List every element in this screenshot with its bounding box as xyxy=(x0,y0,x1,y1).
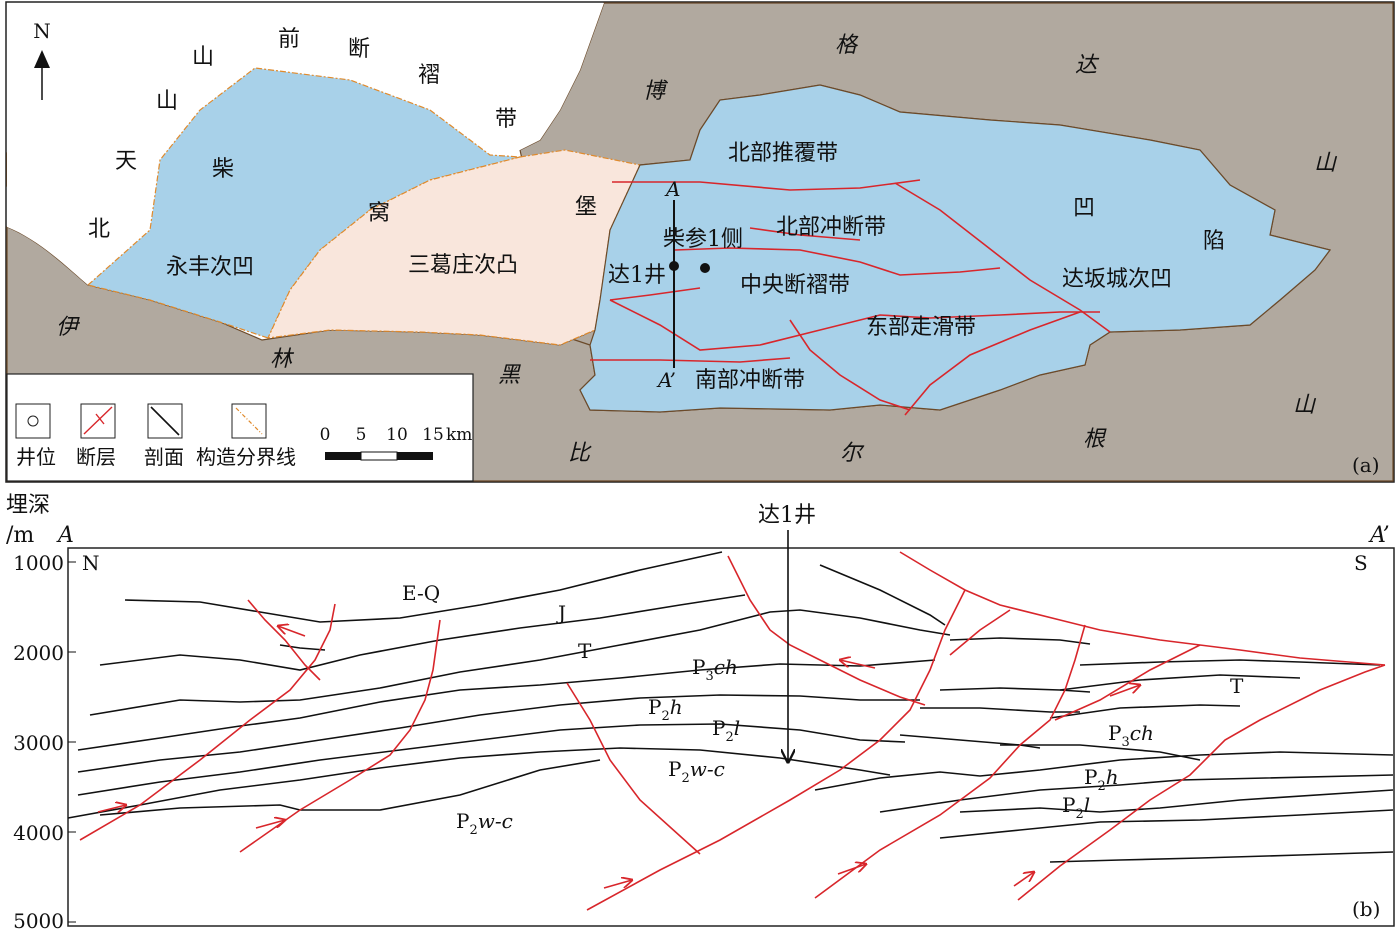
depth-label-2: /m xyxy=(6,523,34,548)
layer-p3ch-left: P3ch xyxy=(692,655,738,684)
depth-tick-3000: 3000 xyxy=(13,731,64,755)
section-end-a-prime: A’ xyxy=(656,368,676,392)
white-region xyxy=(7,3,604,285)
well-label-da1: 达1井 xyxy=(608,263,666,288)
depth-tick-5000: 5000 xyxy=(13,909,64,931)
layer-j: J xyxy=(556,601,566,625)
depth-tick-2000: 2000 xyxy=(13,641,64,665)
unit-yongfeng: 永丰次凹 xyxy=(166,255,254,280)
dabancheng-depression xyxy=(579,84,1332,413)
strata xyxy=(67,551,1394,863)
faults xyxy=(590,179,1111,416)
place-bi: 比 xyxy=(568,441,592,466)
panel-b-section xyxy=(67,530,1395,927)
scale-tick-10: 10 xyxy=(386,425,408,445)
unit-south-thrust: 南部冲断带 xyxy=(695,368,805,393)
unit-sangezhuang: 三葛庄次凸 xyxy=(408,253,518,278)
legend-fault: 断层 xyxy=(76,445,116,469)
scale-unit: km xyxy=(446,425,472,445)
place-bao: 堡 xyxy=(575,195,597,220)
unit-dabancheng: 达坂城次凹 xyxy=(1062,267,1172,292)
place-shan-1: 山 xyxy=(156,89,178,114)
well-label-b: 达1井 xyxy=(758,503,816,528)
panel-b-label: (b) xyxy=(1352,897,1380,921)
layer-p2l-right: P2l xyxy=(1062,793,1090,822)
legend xyxy=(6,373,474,482)
well-da1 xyxy=(669,261,679,271)
place-dai: 带 xyxy=(495,107,517,132)
place-gen: 根 xyxy=(1083,427,1107,452)
layer-t-left: T xyxy=(578,639,592,663)
place-shan-2: 山 xyxy=(192,45,214,70)
scale-tick-5: 5 xyxy=(356,425,367,445)
section-end-a-left: A xyxy=(56,523,74,548)
north-label: N xyxy=(33,19,51,43)
section-end-a: A xyxy=(664,177,680,201)
well-label-chaican: 柴参1侧 xyxy=(663,227,743,252)
place-hei: 黑 xyxy=(498,363,521,388)
scale-tick-15: 15 xyxy=(422,425,444,445)
layer-p2h-right: P2h xyxy=(1084,765,1119,794)
layer-t-right: T xyxy=(1230,674,1244,698)
panel-a-labels: N 北 天 山 山 前 断 褶 带 柴 窝 堡 博 格 达 山 凹 陷 伊 林 … xyxy=(16,19,1380,477)
place-ge: 格 xyxy=(835,33,859,58)
place-qian: 前 xyxy=(278,27,300,52)
unit-north-thrust: 北部冲断带 xyxy=(776,215,886,240)
place-er: 尔 xyxy=(840,441,865,466)
north-arrow xyxy=(34,50,50,100)
place-lin: 林 xyxy=(270,347,295,372)
layer-p2wc-left: P2w-c xyxy=(456,809,513,838)
panel-a-label: (a) xyxy=(1352,453,1380,477)
place-duan: 断 xyxy=(348,37,370,62)
place-wo: 窝 xyxy=(368,201,390,226)
layer-p3ch-right: P3ch xyxy=(1108,721,1154,750)
place-shan-3: 山 xyxy=(1314,151,1338,176)
place-zhe: 褶 xyxy=(418,63,440,88)
place-xian: 陷 xyxy=(1203,229,1225,254)
layer-p2wc-mid: P2w-c xyxy=(668,757,725,786)
layer-eq: E-Q xyxy=(402,581,440,605)
place-da: 达 xyxy=(1075,53,1100,78)
depth-tick-4000: 4000 xyxy=(13,821,64,845)
panel-b-labels: 埋深 /m A A’ N S 达1井 1000 2000 3000 4000 5… xyxy=(6,493,1390,931)
layer-p2l-left: P2l xyxy=(712,716,740,745)
scale-tick-0: 0 xyxy=(320,425,331,445)
legend-section: 剖面 xyxy=(144,445,184,469)
place-yi: 伊 xyxy=(56,315,81,340)
well-chaican xyxy=(700,263,710,273)
legend-boundary: 构造分界线 xyxy=(196,445,296,469)
depth-label-1: 埋深 xyxy=(6,493,50,518)
section-faults xyxy=(79,551,1386,911)
section-end-a-prime-right: A’ xyxy=(1368,523,1390,548)
south-label-b: S xyxy=(1354,551,1368,575)
place-bo: 博 xyxy=(643,79,669,104)
legend-well: 井位 xyxy=(16,445,56,469)
place-tian: 天 xyxy=(115,149,137,174)
north-label-b: N xyxy=(82,551,100,575)
place-ao: 凹 xyxy=(1073,196,1095,221)
unit-east-strike-slip: 东部走滑带 xyxy=(866,315,976,340)
place-shan-4: 山 xyxy=(1293,393,1317,418)
place-bei: 北 xyxy=(88,217,110,242)
unit-central-fold: 中央断褶带 xyxy=(740,273,850,298)
place-chai: 柴 xyxy=(212,157,234,182)
unit-north-thrust-cover: 北部推覆带 xyxy=(728,141,838,166)
slip-arrows xyxy=(97,626,1140,889)
panel-a-map xyxy=(5,1,1395,483)
depth-tick-1000: 1000 xyxy=(13,551,64,575)
layer-p2h-left: P2h xyxy=(648,695,683,724)
